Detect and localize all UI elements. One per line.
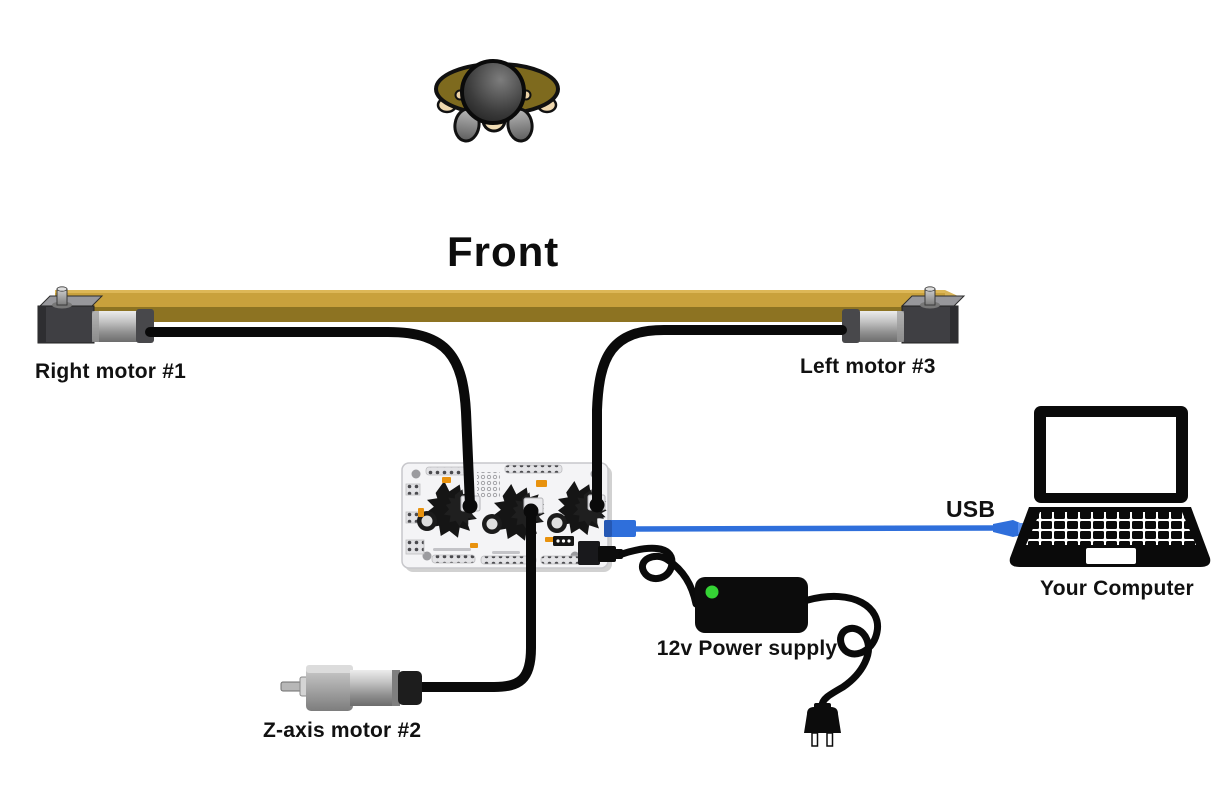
z-axis-motor-label: Z-axis motor #2 — [263, 719, 422, 742]
power-brick-icon — [695, 577, 808, 633]
front-label: Front — [447, 228, 560, 275]
right-motor-label: Right motor #1 — [35, 360, 186, 383]
left-motor-icon — [842, 286, 966, 344]
motor1-cable — [145, 327, 478, 514]
ac-power-cord — [804, 592, 882, 710]
laptop-icon — [1009, 406, 1211, 567]
power-jack-icon — [578, 541, 623, 565]
left-motor-label: Left motor #3 — [800, 355, 936, 378]
power-supply-label: 12v Power supply — [656, 637, 838, 660]
motor-controller-board-icon — [401, 462, 612, 572]
two-prong-plug-icon — [804, 703, 841, 747]
motor3-cable — [589, 325, 847, 513]
computer-label: Your Computer — [1040, 577, 1194, 600]
wooden-beam — [55, 290, 958, 322]
right-motor-icon — [37, 286, 154, 344]
power-led — [705, 585, 719, 599]
z-axis-cable — [415, 503, 539, 692]
usb-label: USB — [946, 496, 996, 522]
person-top-view-icon — [434, 59, 560, 143]
dc-power-cord — [618, 544, 700, 608]
gearmotor-icon — [280, 665, 422, 711]
